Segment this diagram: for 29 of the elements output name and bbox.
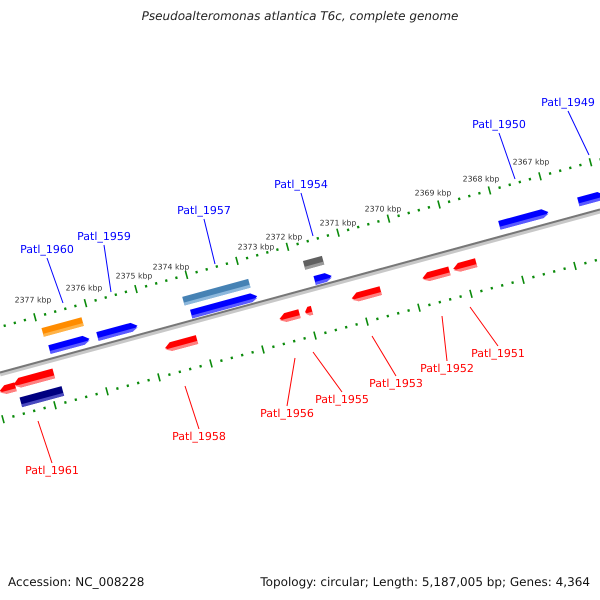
gene-label: Patl_1954 — [274, 178, 328, 192]
gene-label: Patl_1949 — [541, 96, 595, 110]
leader-line — [300, 192, 314, 236]
leader-line — [46, 258, 64, 304]
gene-label: Patl_1961 — [25, 464, 79, 478]
leader-line — [372, 336, 396, 376]
footer-text: Topology: circular; Length: 5,187,005 bp; Genes: 4,364 — [260, 574, 590, 590]
gene-label: Patl_1955 — [315, 393, 369, 407]
leader-line — [286, 358, 296, 406]
gene-label: Patl_1952 — [420, 362, 474, 376]
gene-label: Patl_1960 — [20, 243, 74, 257]
title: Pseudoalteromonas atlantica T6c, complete genome — [140, 9, 460, 23]
leader-line — [312, 352, 342, 392]
leader-line — [104, 244, 112, 292]
gene-label: Patl_1956 — [260, 407, 314, 421]
leader-line — [568, 110, 590, 156]
footer-text: Accession: NC_008228 — [8, 574, 144, 590]
leader-line — [38, 420, 52, 464]
leader-line — [204, 218, 216, 264]
gene-label: Patl_1958 — [172, 430, 226, 444]
gene-label: Patl_1951 — [471, 347, 525, 361]
gene-label: Patl_1953 — [369, 377, 423, 391]
gene-label: Patl_1950 — [472, 118, 526, 132]
leader-line — [470, 306, 498, 346]
gene-label: Patl_1957 — [177, 204, 231, 218]
leader-line — [498, 132, 516, 180]
leader-line — [184, 386, 200, 430]
leader-line — [442, 316, 448, 362]
gene-label: Patl_1959 — [77, 230, 131, 244]
